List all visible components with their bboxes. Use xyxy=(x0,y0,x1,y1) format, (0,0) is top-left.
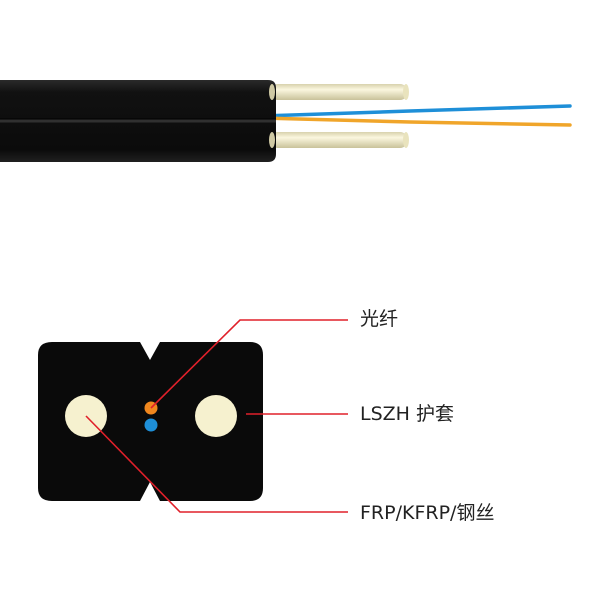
side-rod-end-top xyxy=(269,84,275,100)
side-rod-end-bottom xyxy=(269,132,275,148)
side-fiber-blue xyxy=(260,104,572,118)
side-fiber-orange xyxy=(260,116,572,127)
leader-lines xyxy=(85,319,348,513)
side-strength-rod-bottom xyxy=(270,132,408,148)
label-lszh-jacket: LSZH 护套 xyxy=(360,403,454,425)
side-strength-rod-top xyxy=(270,84,408,100)
fiber-blue xyxy=(144,418,158,432)
label-fiber: 光纤 xyxy=(360,308,399,330)
cable-side-view xyxy=(0,80,572,162)
leader-line-strength xyxy=(85,415,348,513)
strength-member-right xyxy=(195,395,237,437)
leader-line-fiber xyxy=(150,319,348,409)
cable-cross-section xyxy=(38,342,263,501)
label-strength-member: FRP/KFRP/钢丝 xyxy=(360,502,495,524)
